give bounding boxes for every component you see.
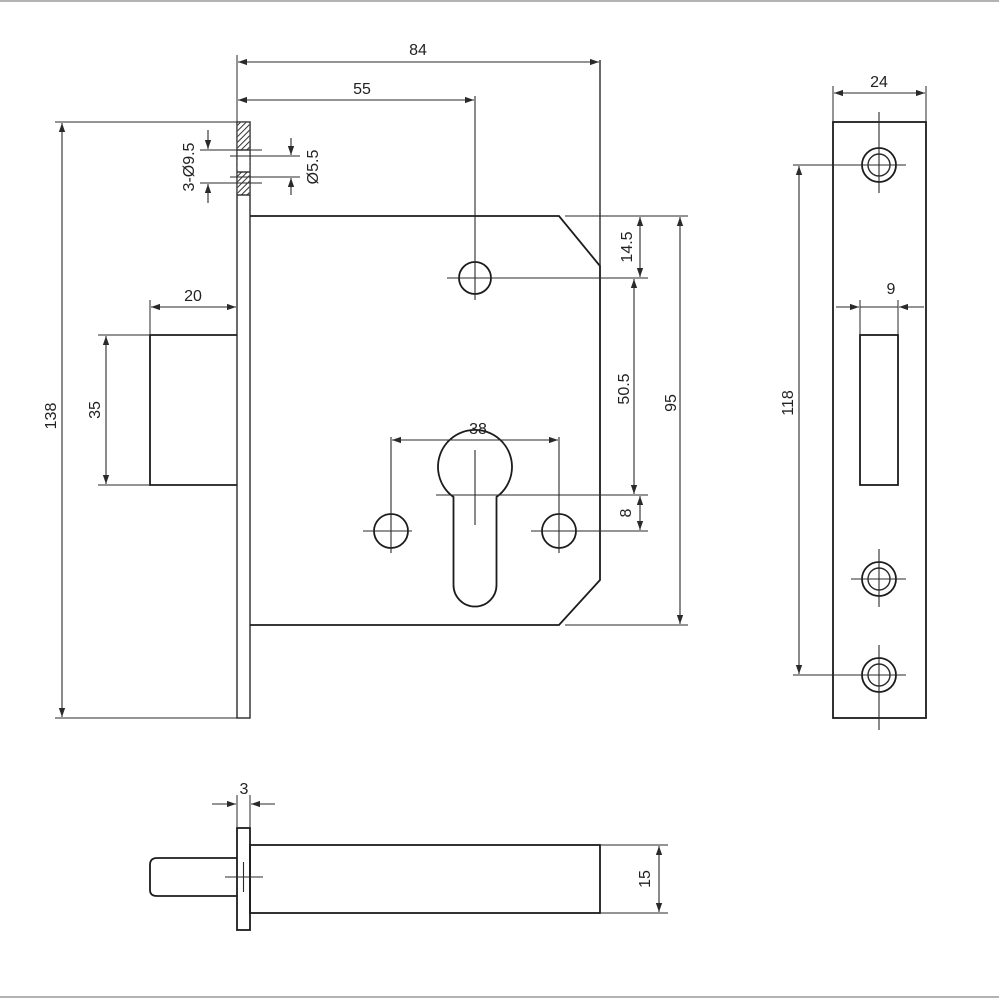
forend-plate: [236, 121, 251, 719]
case-screw-hole-left: [363, 437, 412, 553]
dim-20-label: 20: [184, 288, 202, 305]
dim-counterbore-label: 3-Ø9.5: [181, 142, 198, 191]
bolt-view: 3 15: [149, 781, 668, 931]
forend-screw-hole-middle: [851, 549, 906, 607]
bolt-slot: [859, 334, 899, 486]
dim-84-label: 84: [409, 42, 427, 59]
dim-3-label: 3: [240, 781, 249, 798]
cylinder-cutout: [437, 429, 513, 608]
side-view: 9 24 118: [780, 74, 927, 730]
dim-38-label: 38: [469, 421, 487, 438]
dim-35-label: 35: [87, 401, 104, 419]
forend-screw-hole-top: [793, 112, 906, 193]
forend-face-plate: [832, 121, 927, 719]
forend-hole-section-hole: [237, 150, 250, 172]
dim-138-label: 138: [43, 403, 60, 430]
bolt-body: [249, 844, 601, 914]
dim-24-label: 24: [870, 74, 888, 91]
lock-case-outline: [250, 215, 601, 626]
front-view: 84 55 3-Ø9.5 Ø5.5 20 35 138 14.5: [43, 42, 688, 719]
case-screw-hole-right: [531, 437, 648, 553]
deadbolt: [149, 334, 237, 486]
dim-118-label: 118: [780, 390, 797, 416]
dim-15-label: 15: [637, 870, 654, 888]
dim-55-label: 55: [353, 81, 371, 98]
dim-50-5-label: 50.5: [616, 373, 633, 404]
dim-95-label: 95: [663, 394, 680, 412]
bolt-shaft: [149, 857, 237, 897]
dim-8-label: 8: [618, 508, 635, 517]
spindle-hole: [447, 96, 648, 300]
dim-9-label: 9: [887, 281, 896, 298]
dim-14-5-label: 14.5: [619, 231, 636, 262]
dim-through-label: Ø5.5: [305, 150, 322, 185]
forend-screw-hole-bottom: [793, 645, 906, 730]
